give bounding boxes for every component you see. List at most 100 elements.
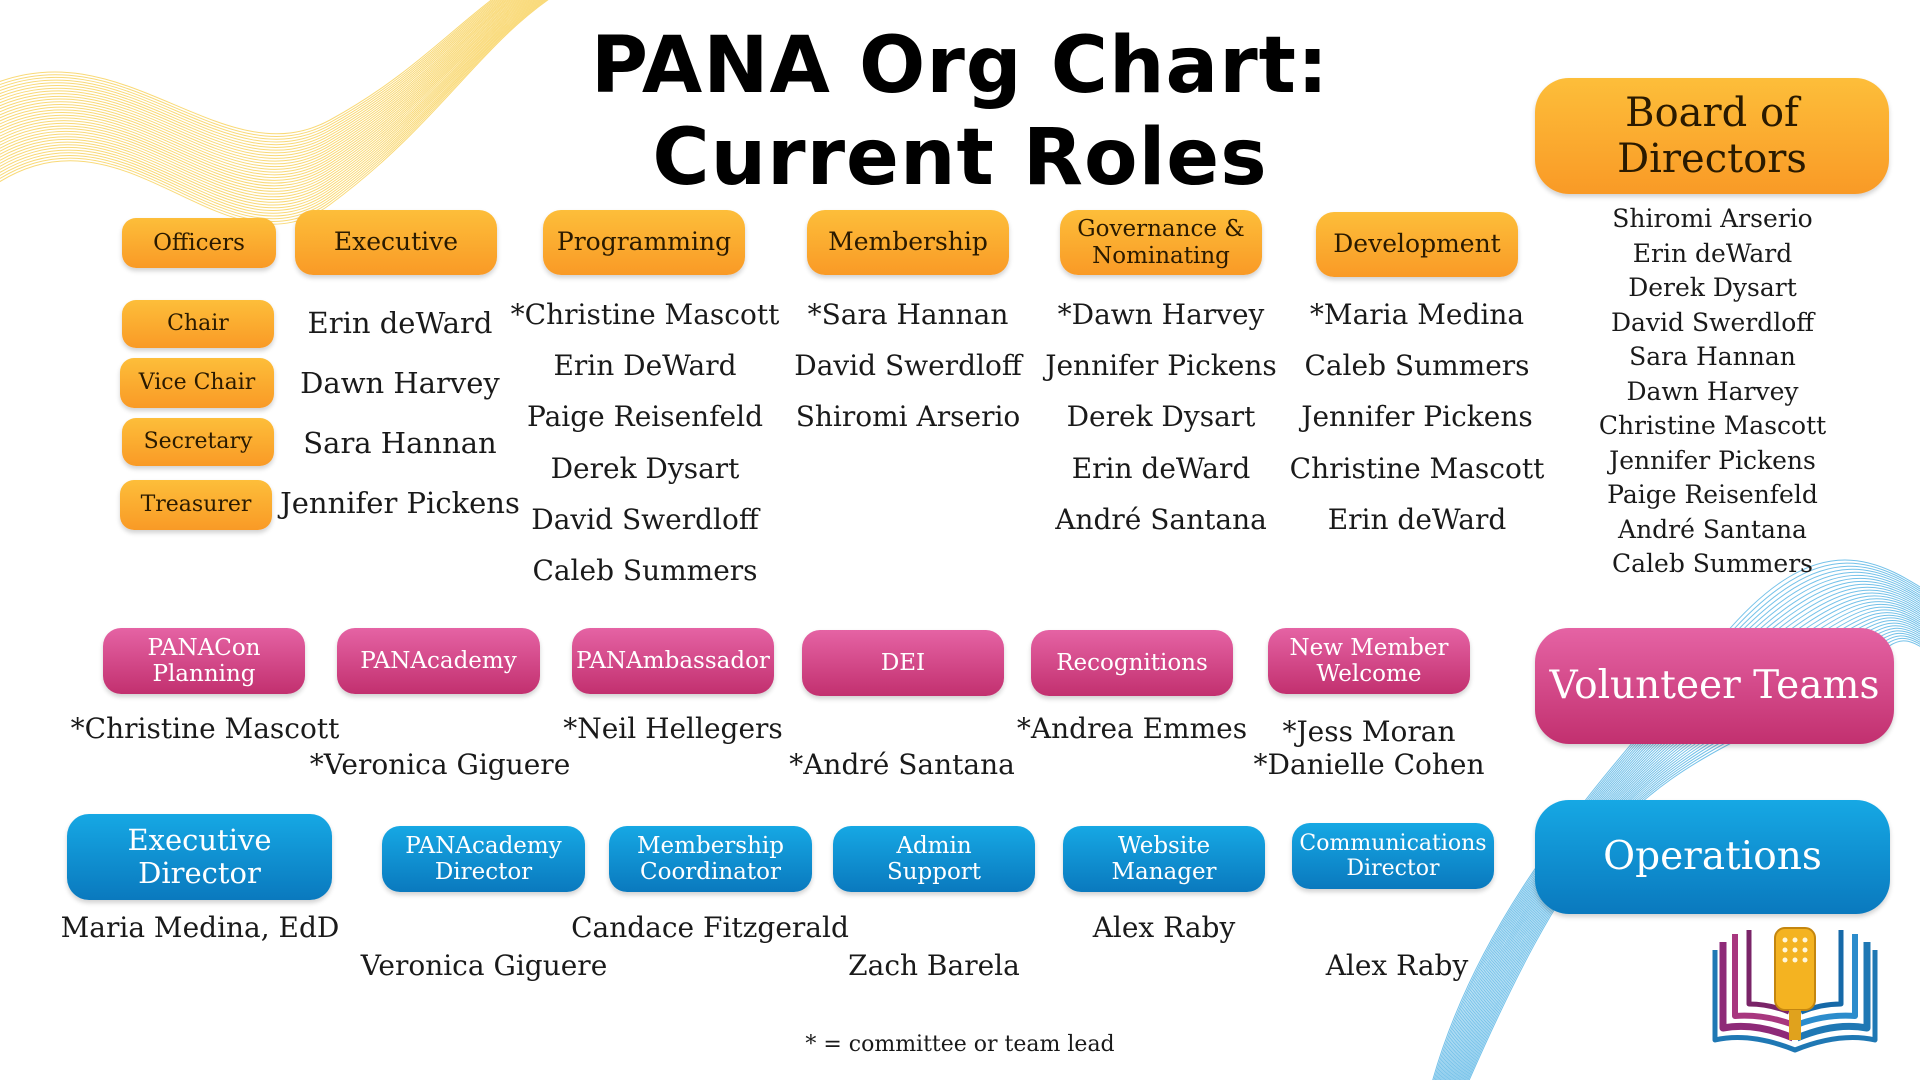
executive-member: Jennifer Pickens — [280, 486, 520, 520]
development-member: Erin deWard — [1327, 502, 1507, 536]
team-lead: *Jess Moran — [1282, 715, 1456, 748]
membership-member: David Swerdloff — [794, 349, 1022, 383]
operations-person: Candace Fitzgerald — [571, 911, 849, 944]
executive-member: Sara Hannan — [303, 426, 497, 460]
board-label: Board of Directors — [1617, 90, 1807, 182]
role-panacademy-director: PANAcademy Director — [382, 826, 585, 892]
board-member: Christine Mascott — [1598, 411, 1827, 440]
committee-membership-heading: Membership — [807, 210, 1009, 275]
officer-role-treasurer: Treasurer — [120, 480, 272, 530]
role-membership-coordinator: Membership Coordinator — [609, 826, 812, 892]
officers-label: Officers — [153, 229, 245, 256]
committee-label: Membership — [828, 227, 988, 257]
board-member: André Santana — [1618, 514, 1807, 544]
team-label: PANAmbassador — [576, 647, 770, 674]
development-member: Jennifer Pickens — [1301, 400, 1533, 434]
team-label: Recognitions — [1056, 649, 1208, 676]
governance-member-list: *Dawn Harvey Jennifer Pickens Derek Dysa… — [1015, 289, 1307, 545]
role-executive-director: Executive Director — [67, 814, 332, 900]
board-of-directors-heading: Board of Directors — [1535, 78, 1889, 194]
team-new-member-welcome: New Member Welcome — [1268, 628, 1470, 694]
development-member: Christine Mascott — [1289, 451, 1545, 485]
role-label-line: Admin — [896, 832, 972, 859]
programming-member-list: *Christine Mascott Erin DeWard Paige Rei… — [500, 289, 790, 596]
officer-role-label: Vice Chair — [138, 370, 256, 396]
officers-heading: Officers — [122, 218, 276, 268]
operations-label: Operations — [1603, 833, 1822, 879]
programming-member: Paige Reisenfeld — [526, 400, 764, 434]
membership-member: Shiromi Arserio — [795, 400, 1021, 434]
team-label-line: Welcome — [1316, 661, 1422, 687]
committee-programming-heading: Programming — [543, 210, 745, 275]
title-line-1: PANA Org Chart: — [590, 21, 1330, 111]
team-lead: *Danielle Cohen — [1253, 748, 1485, 781]
role-admin-support: Admin Support — [833, 826, 1035, 892]
board-member: Paige Reisenfeld — [1607, 480, 1818, 509]
governance-member: *Dawn Harvey — [1057, 298, 1265, 331]
operations-person: Alex Raby — [1325, 949, 1469, 982]
committee-development-heading: Development — [1316, 212, 1518, 277]
role-label-line: Director — [1346, 856, 1440, 881]
operations-heading: Operations — [1535, 800, 1890, 914]
team-lead: *Christine Mascott — [70, 712, 340, 745]
development-member-list: *Maria Medina Caleb Summers Jennifer Pic… — [1270, 289, 1564, 545]
governance-member: Derek Dysart — [1066, 400, 1256, 434]
role-label-line: Manager — [1111, 859, 1217, 885]
team-lead: *Neil Hellegers — [563, 712, 783, 745]
committee-executive-heading: Executive — [295, 210, 497, 275]
role-label-line: PANAcademy — [405, 832, 562, 859]
team-label: PANAcademy — [360, 647, 517, 674]
board-member: Erin deWard — [1632, 238, 1793, 268]
team-panambassador: PANAmbassador — [572, 628, 774, 694]
committee-governance-nominating-heading: Governance & Nominating — [1060, 210, 1262, 275]
board-member: David Swerdloff — [1610, 307, 1815, 337]
committee-label-line: Governance & — [1077, 216, 1245, 243]
officer-role-label: Treasurer — [140, 492, 252, 518]
executive-member: Dawn Harvey — [300, 366, 500, 400]
role-label-line: Communications — [1299, 830, 1487, 856]
volunteer-label: Volunteer Teams — [1549, 662, 1880, 708]
governance-member: Erin deWard — [1071, 451, 1251, 485]
governance-member: Jennifer Pickens — [1045, 349, 1277, 383]
board-member: Sara Hannan — [1629, 342, 1796, 371]
committee-label-line: Nominating — [1092, 242, 1230, 269]
operations-person: Veronica Giguere — [360, 949, 608, 982]
team-panacon-planning: PANACon Planning — [103, 628, 305, 694]
executive-member: Erin deWard — [307, 306, 493, 340]
programming-member: Caleb Summers — [532, 554, 758, 588]
title-line-2: Current Roles — [652, 113, 1268, 203]
page-title: PANA Org Chart: Current Roles — [0, 20, 1920, 204]
team-label-line: Planning — [152, 661, 256, 687]
pana-logo-icon — [1712, 927, 1878, 1053]
team-recognitions: Recognitions — [1031, 630, 1233, 696]
programming-member: Erin DeWard — [553, 349, 737, 383]
committee-label: Executive — [333, 227, 459, 257]
operations-person: Zach Barela — [848, 949, 1020, 982]
officer-role-label: Chair — [167, 311, 229, 337]
role-label-line: Support — [886, 859, 982, 885]
role-label-line: Coordinator — [640, 859, 781, 885]
board-member: Derek Dysart — [1628, 273, 1797, 302]
operations-person: Maria Medina, EdD — [60, 911, 340, 944]
officer-role-vice-chair: Vice Chair — [120, 358, 274, 408]
role-communications-director: Communications Director — [1292, 823, 1494, 889]
role-label-line: Director — [434, 859, 533, 885]
role-website-manager: Website Manager — [1063, 826, 1265, 892]
team-lead: *Andrea Emmes — [1016, 712, 1248, 745]
programming-member: David Swerdloff — [531, 502, 759, 536]
committee-label: Programming — [556, 227, 732, 257]
board-member: Jennifer Pickens — [1609, 445, 1816, 475]
programming-member: *Christine Mascott — [510, 298, 780, 331]
committee-label: Development — [1333, 229, 1501, 259]
footnote: * = committee or team lead — [805, 1032, 1115, 1057]
team-label-line: PANACon — [147, 634, 261, 661]
team-lead: *Veronica Giguere — [309, 748, 571, 781]
team-label: DEI — [880, 649, 926, 676]
team-panacademy: PANAcademy — [337, 628, 540, 694]
board-member: Caleb Summers — [1612, 549, 1813, 578]
volunteer-teams-heading: Volunteer Teams — [1535, 628, 1894, 744]
role-label-line: Website — [1117, 832, 1211, 859]
membership-member: *Sara Hannan — [807, 298, 1009, 331]
team-label-line: New Member — [1289, 634, 1449, 661]
membership-member-list: *Sara Hannan David Swerdloff Shiromi Ars… — [765, 289, 1051, 443]
